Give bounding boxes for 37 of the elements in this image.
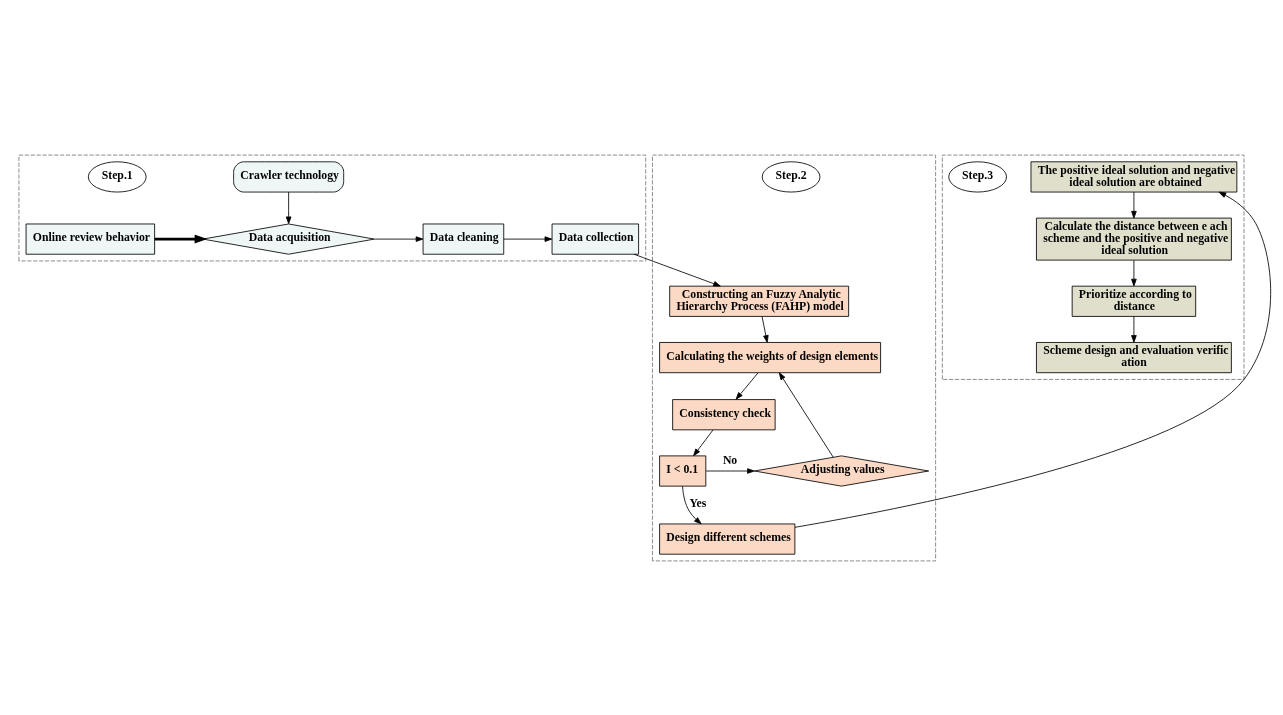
arrow — [735, 372, 759, 400]
node-diamond: Adjusting values — [753, 454, 930, 487]
node-box: The positive ideal solution and negative ideal solution are obtained — [1030, 160, 1238, 192]
node-ellipse: Step.3 — [948, 160, 1007, 192]
node-box: Consistency check — [672, 398, 776, 430]
arrow — [1131, 315, 1137, 343]
node-box: Crawler technology — [233, 160, 345, 192]
node-box: Constructing an Fuzzy Analytic Hierarchy Process (FAHP) model — [669, 285, 850, 317]
arrow — [154, 234, 208, 244]
arrow — [761, 315, 769, 343]
cluster — [941, 154, 1245, 380]
arrow — [794, 191, 1272, 528]
arrow — [374, 235, 424, 242]
node-box: Calculating the weights of design elements — [659, 341, 881, 373]
node-box: Design different schemes — [659, 523, 796, 555]
arrow — [1131, 191, 1137, 218]
node-box: Scheme design and evaluation verific ation — [1036, 341, 1232, 373]
arrow — [633, 253, 721, 287]
arrow — [1131, 259, 1137, 286]
cluster — [652, 154, 937, 561]
edge-label: Yes — [689, 496, 707, 510]
arrow — [682, 485, 702, 524]
node-box: Calculate the distance between e ach scheme and the positive and negative ideal solution — [1036, 217, 1232, 261]
node-ellipse: Step.1 — [87, 160, 147, 192]
cluster — [18, 154, 647, 261]
node-box: Online review behavior — [25, 223, 156, 255]
node-box: Prioritize according to distance — [1071, 285, 1197, 317]
arrow — [778, 371, 834, 458]
arrow — [693, 429, 714, 456]
node-box: Data cleaning — [422, 223, 505, 255]
edge-label: No — [722, 453, 738, 467]
node-ellipse: Step.2 — [761, 160, 821, 192]
node-box: I < 0.1 — [659, 454, 707, 487]
arrow — [705, 467, 755, 474]
arrow — [503, 235, 553, 242]
arrow — [285, 191, 292, 224]
node-box: Data collection — [551, 223, 639, 255]
